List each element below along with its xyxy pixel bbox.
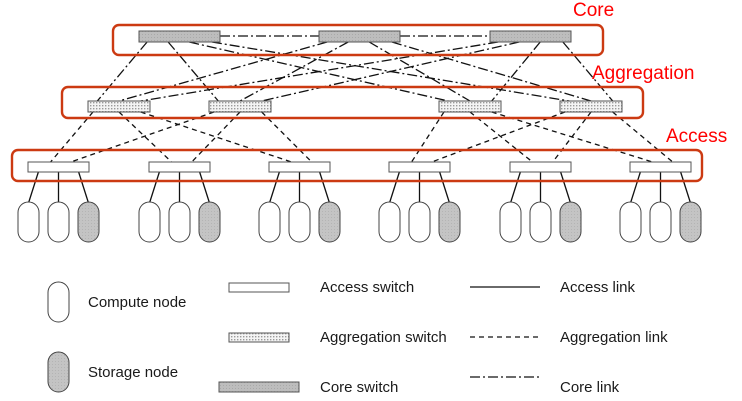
storage-node (559, 201, 582, 243)
core-link (118, 41, 328, 102)
aggregation-link (118, 111, 173, 163)
legend-item-aggregation-switch: Aggregation switch (228, 329, 447, 346)
core-link (391, 41, 592, 102)
legend-label-aggregation-switch: Aggregation switch (320, 329, 447, 346)
core-switch (138, 30, 221, 43)
access-link (78, 171, 90, 204)
compute-node (168, 201, 191, 243)
access-switch-symbol (228, 282, 290, 293)
access-switch (148, 161, 211, 173)
legend-label-core-switch: Core switch (320, 379, 398, 396)
compute-node (138, 201, 161, 243)
core-switch (318, 30, 401, 43)
legend-item-core-switch: Core switch (218, 379, 398, 396)
access-link (560, 171, 572, 204)
legend-label-access-link: Access link (560, 279, 636, 296)
compute-node (47, 201, 70, 243)
aggregation-link (431, 111, 566, 163)
core-link (261, 41, 520, 102)
access-link (629, 171, 641, 204)
compute-node (288, 201, 311, 243)
compute-node (258, 201, 281, 243)
storage-node (198, 201, 221, 243)
access-switch (509, 161, 572, 173)
legend: Compute node Storage node Access switch … (47, 279, 668, 396)
aggregation-link (469, 111, 533, 163)
legend-item-access-switch: Access switch (228, 279, 414, 296)
layer-box-aggregation (60, 85, 645, 120)
legend-item-storage-node: Storage node (47, 351, 178, 393)
legend-item-compute-node: Compute node (47, 281, 186, 323)
compute-node (649, 201, 672, 243)
legend-label-access-switch: Access switch (320, 279, 414, 296)
access-link (268, 171, 280, 204)
access-switch (629, 161, 692, 173)
legend-item-core-link: Core link (470, 376, 620, 396)
storage-node (438, 201, 461, 243)
core-switch-symbol (218, 381, 300, 393)
legend-label-core-link: Core link (560, 379, 620, 396)
access-link (148, 171, 160, 204)
compute-node (529, 201, 552, 243)
aggregation-link (552, 111, 592, 163)
core-link (368, 41, 471, 102)
legend-item-aggregation-link: Aggregation link (470, 329, 668, 346)
access-link (680, 171, 692, 204)
links-group (27, 35, 692, 204)
access-link (199, 171, 211, 204)
core-link (96, 41, 148, 102)
core-link (239, 41, 349, 102)
core-link (167, 41, 219, 102)
layer-box-core (111, 23, 605, 57)
aggregation-link (191, 111, 241, 163)
access-link (319, 171, 331, 204)
access-link (27, 171, 39, 204)
aggregation-link (261, 111, 313, 163)
aggregation-switch (438, 100, 502, 113)
compute-node (17, 201, 40, 243)
aggregation-link (70, 111, 215, 163)
layer-label-aggregation: Aggregation (592, 63, 694, 84)
layer-label-core: Core (573, 0, 614, 21)
aggregation-switch (208, 100, 272, 113)
access-link (388, 171, 400, 204)
storage-node (77, 201, 100, 243)
legend-item-access-link: Access link (470, 279, 636, 296)
core-switch (489, 30, 572, 43)
legend-label-aggregation-link: Aggregation link (560, 329, 668, 346)
compute-node (408, 201, 431, 243)
access-switch (268, 161, 331, 173)
compute-node (378, 201, 401, 243)
access-link (509, 171, 521, 204)
compute-node (499, 201, 522, 243)
storage-node (679, 201, 702, 243)
core-link (562, 41, 614, 102)
storage-node-symbol (47, 351, 70, 393)
access-link (439, 171, 451, 204)
compute-node (619, 201, 642, 243)
aggregation-switch (559, 100, 623, 113)
core-link (491, 41, 541, 102)
aggregation-link (50, 111, 94, 163)
aggregation-link (612, 111, 674, 163)
devices-group (17, 30, 702, 243)
aggregation-switch (87, 100, 151, 113)
aggregation-switch-symbol (228, 332, 290, 343)
storage-node (318, 201, 341, 243)
layer-boxes-group (10, 23, 704, 183)
aggregation-link (411, 111, 445, 163)
compute-node-symbol (47, 281, 70, 323)
legend-label-compute-node: Compute node (88, 294, 186, 311)
layer-box-access (10, 148, 704, 183)
access-switch (27, 161, 90, 173)
access-switch (388, 161, 451, 173)
legend-label-storage-node: Storage node (88, 364, 178, 381)
core-link (140, 41, 499, 102)
layer-label-access: Access (666, 126, 727, 147)
